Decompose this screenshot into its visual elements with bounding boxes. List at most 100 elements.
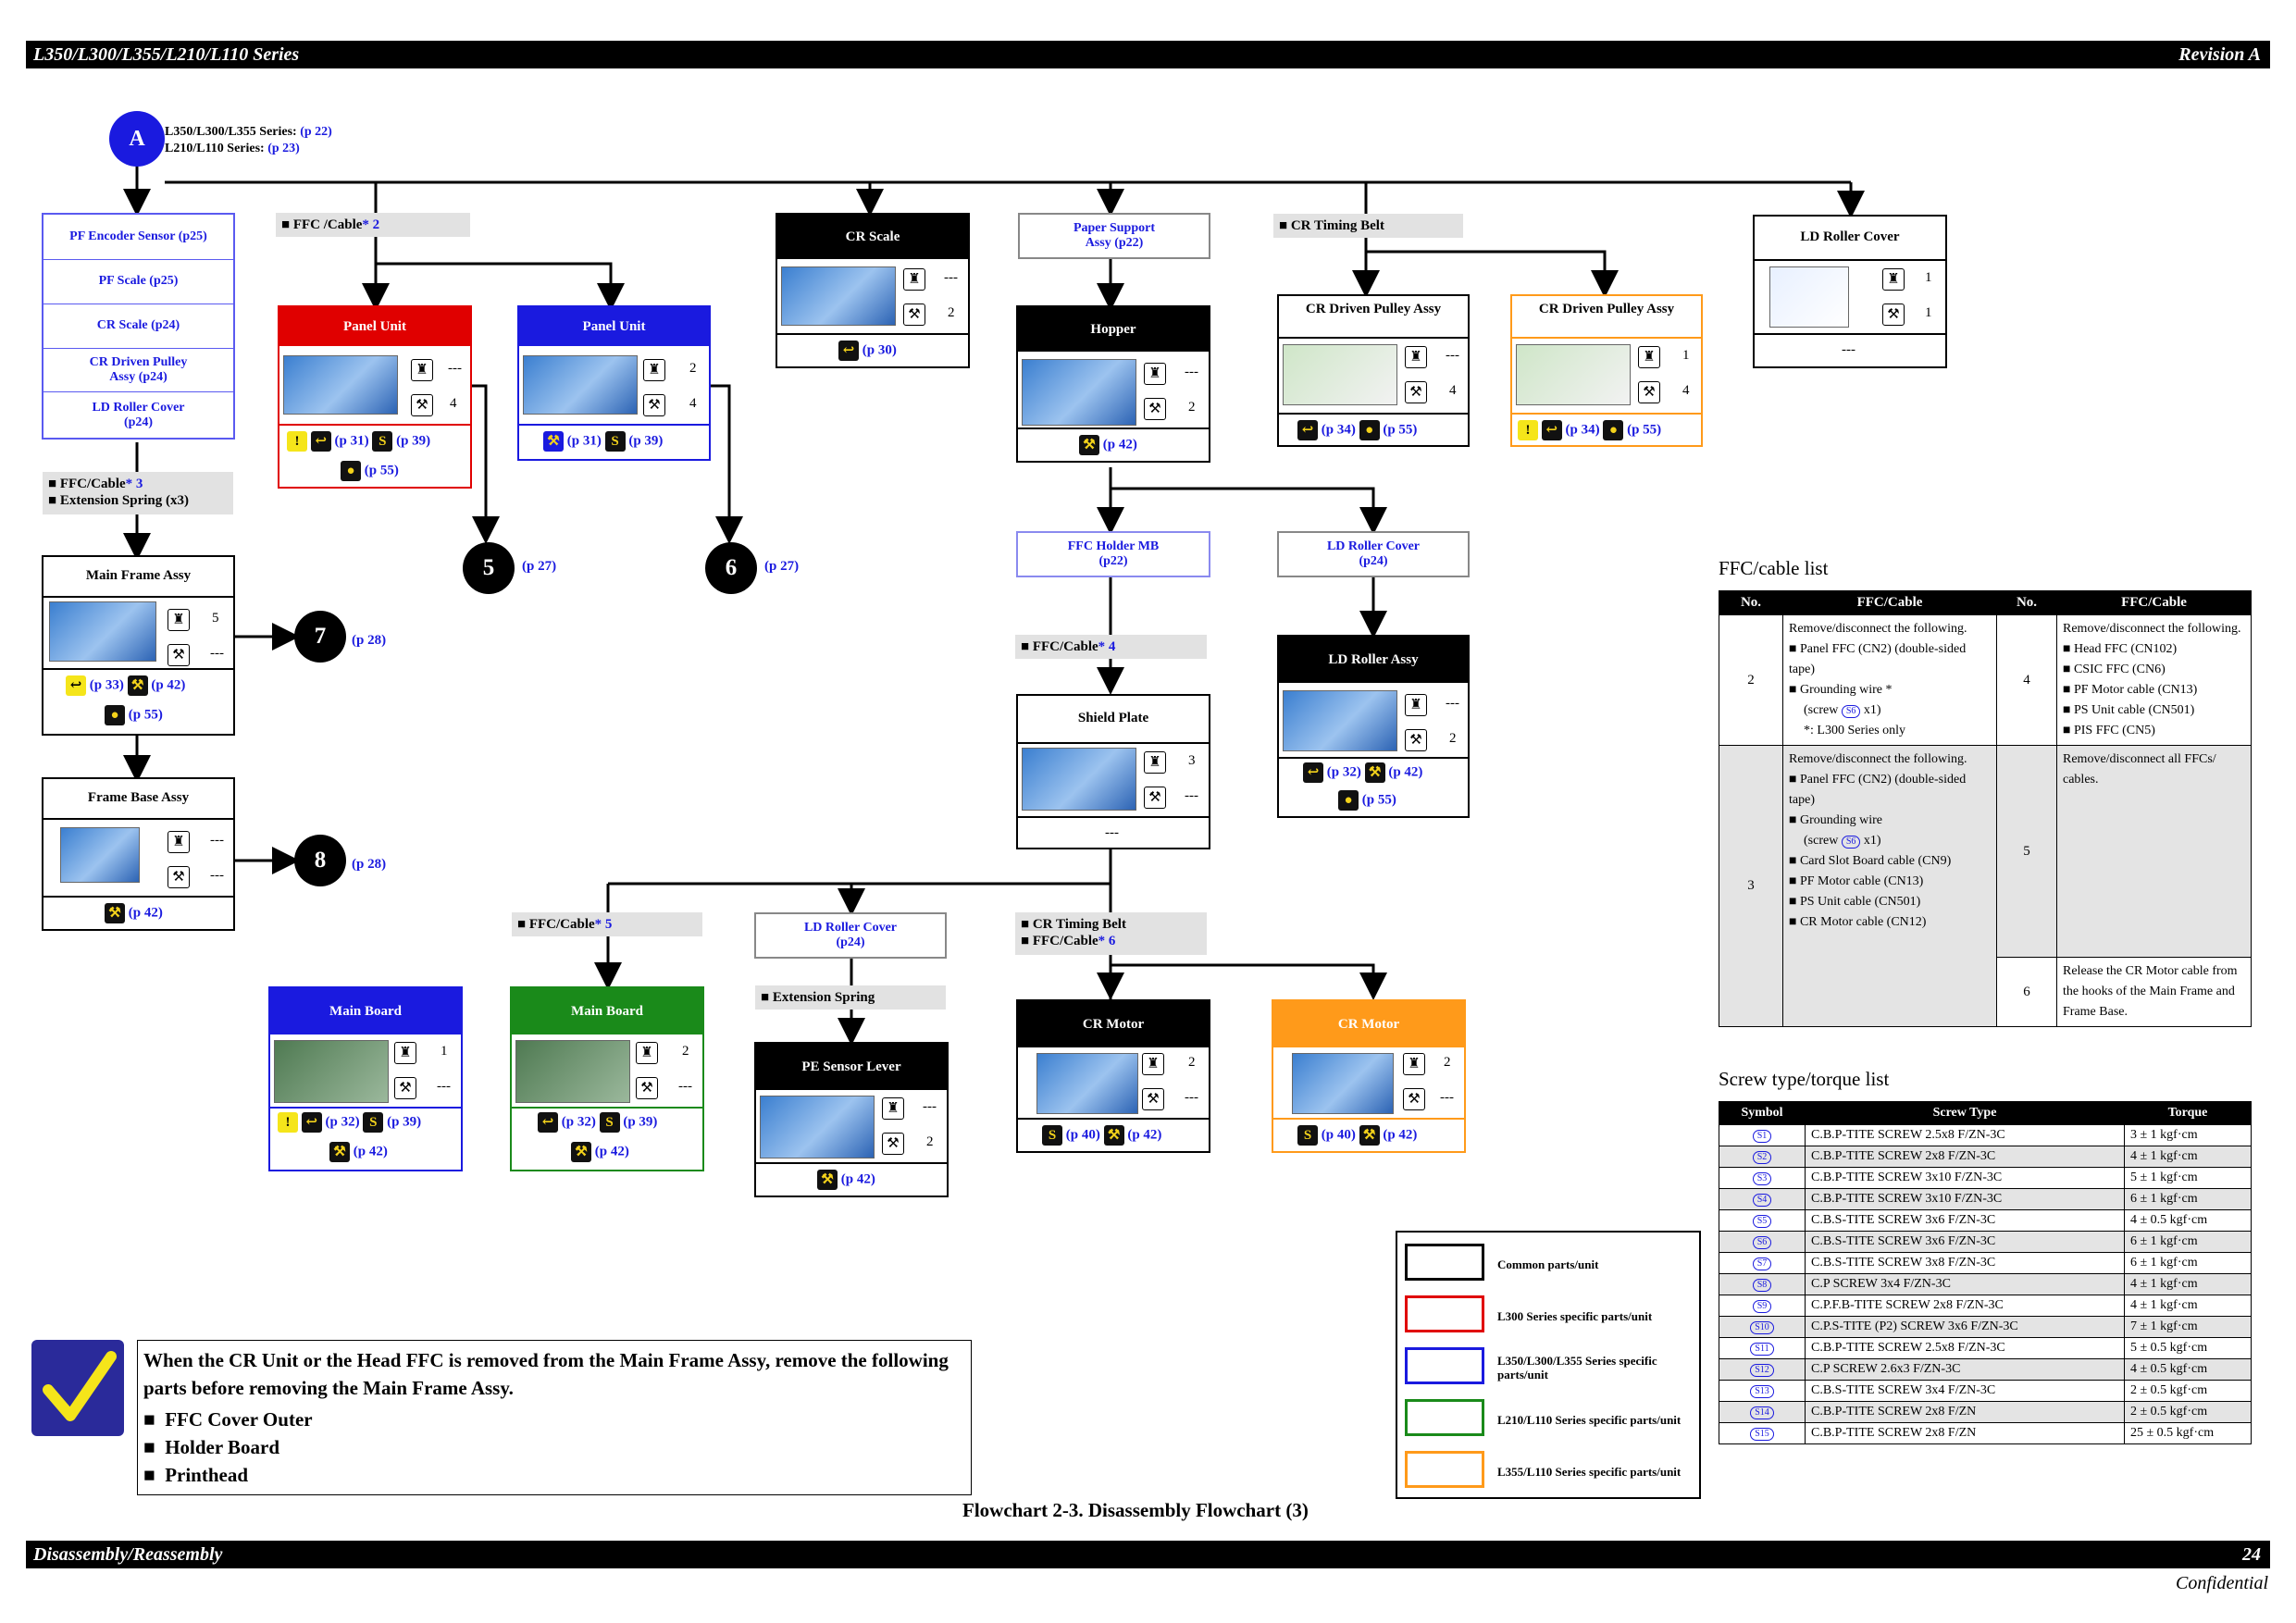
footer-page: 24 bbox=[2242, 1544, 2261, 1565]
part-ld-roller-cover-low[interactable]: LD Roller Cover (p24) bbox=[754, 912, 947, 959]
part-cr-motor[interactable]: CR Motor ♜ 2 ⚒ --- S (p 40) ⚒ (p 42) bbox=[1016, 999, 1210, 1153]
label-ffc-3: ■ FFC/Cable* 3■ Extension Spring (x3) bbox=[43, 472, 233, 514]
pe-sensor-count1: --- bbox=[923, 1099, 937, 1114]
part-ffc-holder-mb[interactable]: FFC Holder MB (p22) bbox=[1016, 531, 1210, 577]
note-item: Printhead bbox=[165, 1464, 249, 1486]
panel-red-ref3[interactable]: ● (p 55) bbox=[341, 461, 399, 481]
label-ffc-5: ■ FFC/Cable* 5 bbox=[512, 912, 702, 936]
part-cr-motor-l355[interactable]: CR Motor ♜ 2 ⚒ --- S (p 40) ⚒ (p 42) bbox=[1272, 999, 1466, 1153]
jump-node-5[interactable]: 5 bbox=[463, 542, 515, 594]
footer-bar: Disassembly/Reassembly 24 bbox=[26, 1541, 2270, 1568]
main-frame-photo bbox=[49, 601, 156, 662]
legend-swatch bbox=[1405, 1451, 1484, 1488]
legend-item: L300 Series specific parts/unit bbox=[1405, 1295, 1692, 1338]
jump-node-7[interactable]: 7 bbox=[294, 611, 346, 663]
hopper-count2: 2 bbox=[1188, 400, 1196, 415]
cr-scale-refs[interactable]: ↩ (p 30) bbox=[838, 341, 897, 361]
jump-node-7-ref[interactable]: (p 28) bbox=[352, 633, 387, 648]
part-cr-driven-pulley[interactable]: CR Driven Pulley Assy ♜ --- ⚒ 4 ↩ (p 34)… bbox=[1277, 294, 1470, 447]
ld-roller-assy-title: LD Roller Assy bbox=[1279, 637, 1468, 683]
frame-base-refs[interactable]: ⚒ (p 42) bbox=[105, 903, 163, 923]
panel-red-refs[interactable]: ! ↩ (p 31) S (p 39) bbox=[287, 431, 430, 452]
shield-bottom: --- bbox=[1105, 825, 1119, 840]
screwdriver-icon: ♜ bbox=[1144, 363, 1166, 385]
panel-blue-refs[interactable]: ⚒ (p 31) S (p 39) bbox=[543, 431, 663, 452]
cr-motor-black-count2: --- bbox=[1185, 1090, 1198, 1105]
hopper-photo bbox=[1022, 359, 1136, 426]
start-refs: L350/L300/L355 Series: (p 22) L210/L110 … bbox=[165, 124, 332, 157]
part-main-board-l210[interactable]: Main Board ♜ 2 ⚒ --- ↩ (p 32) S (p 39) ⚒… bbox=[510, 986, 704, 1171]
left-item-pf-encoder[interactable]: PF Encoder Sensor (p25) bbox=[43, 215, 233, 260]
part-cr-scale[interactable]: CR Scale ♜ --- ⚒ 2 ↩ (p 30) bbox=[776, 213, 970, 368]
part-shield-plate[interactable]: Shield Plate ♜ 3 ⚒ --- --- bbox=[1016, 694, 1210, 849]
cr-motor-black-refs[interactable]: S (p 40) ⚒ (p 42) bbox=[1042, 1125, 1161, 1146]
ffc-list-title: FFC/cable list bbox=[1719, 557, 1829, 579]
cr-pulley-orange-refs[interactable]: ! ↩ (p 34) ● (p 55) bbox=[1518, 420, 1661, 440]
screwdriver-icon: ♜ bbox=[643, 359, 665, 381]
wrench-icon: ⚒ bbox=[903, 304, 925, 326]
part-panel-unit-l350[interactable]: Panel Unit ♜ 2 ⚒ 4 ⚒ (p 31) S (p 39) bbox=[517, 305, 711, 461]
main-frame-ref3[interactable]: ● (p 55) bbox=[105, 705, 163, 725]
pe-sensor-refs[interactable]: ⚒ (p 42) bbox=[817, 1170, 875, 1190]
legend-swatch bbox=[1405, 1347, 1484, 1384]
main-frame-refs[interactable]: ↩ (p 33) ⚒ (p 42) bbox=[66, 675, 185, 696]
part-main-frame-assy[interactable]: Main Frame Assy ♜ 5 ⚒ --- ↩ (p 33) ⚒ (p … bbox=[42, 555, 235, 736]
part-ld-roller-cover[interactable]: LD Roller Cover ♜ 1 ⚒ 1 --- bbox=[1753, 215, 1947, 368]
lube-icon: ● bbox=[341, 461, 361, 481]
jump-node-6[interactable]: 6 bbox=[705, 542, 757, 594]
main-board-green-ref3[interactable]: ⚒ (p 42) bbox=[571, 1142, 629, 1162]
table-row: 2 Remove/disconnect the following. ■ Pan… bbox=[1719, 614, 2252, 746]
start-node-a[interactable]: A bbox=[109, 111, 165, 167]
label-ffc-2: ■ FFC /Cable* 2 bbox=[276, 213, 470, 237]
cr-pulley-black-refs[interactable]: ↩ (p 34) ● (p 55) bbox=[1297, 420, 1417, 440]
label-cr-belt-ffc-6: ■ CR Timing Belt■ FFC/Cable* 6 bbox=[1015, 912, 1207, 955]
ld-roller-assy-ref3[interactable]: ● (p 55) bbox=[1338, 790, 1396, 811]
main-board-blue-ref3[interactable]: ⚒ (p 42) bbox=[329, 1142, 388, 1162]
screwdriver-icon: ♜ bbox=[903, 268, 925, 291]
cr-pulley-black-photo bbox=[1283, 344, 1397, 405]
left-item-cr-pulley[interactable]: CR Driven Pulley Assy (p24) bbox=[43, 348, 233, 392]
part-paper-support-assy[interactable]: Paper Support Assy (p22) bbox=[1018, 213, 1210, 259]
part-hopper[interactable]: Hopper ♜ --- ⚒ 2 ⚒ (p 42) bbox=[1016, 305, 1210, 463]
start-ref2-link[interactable]: (p 23) bbox=[267, 142, 300, 155]
jump-node-8[interactable]: 8 bbox=[294, 835, 346, 886]
main-board-green-count2: --- bbox=[678, 1079, 692, 1094]
screwdriver-icon: ♜ bbox=[882, 1097, 904, 1120]
part-frame-base-assy[interactable]: Frame Base Assy ♜ --- ⚒ --- ⚒ (p 42) bbox=[42, 777, 235, 931]
panel-blue-title: Panel Unit bbox=[519, 307, 709, 346]
main-board-green-count1: 2 bbox=[682, 1044, 689, 1059]
main-board-blue-refs[interactable]: ! ↩ (p 32) S (p 39) bbox=[278, 1112, 421, 1133]
start-ref1-link[interactable]: (p 22) bbox=[300, 125, 332, 139]
screwdriver-icon: ♜ bbox=[1638, 346, 1660, 368]
wrench-icon: ⚒ bbox=[1144, 398, 1166, 420]
cr-motor-orange-refs[interactable]: S (p 40) ⚒ (p 42) bbox=[1297, 1125, 1417, 1146]
jump-node-5-ref[interactable]: (p 27) bbox=[522, 559, 557, 574]
main-board-blue-photo bbox=[274, 1040, 389, 1103]
caution-icon: ! bbox=[1518, 420, 1538, 440]
ld-roller-assy-refs[interactable]: ↩ (p 32) ⚒ (p 42) bbox=[1303, 762, 1422, 783]
main-board-green-refs[interactable]: ↩ (p 32) S (p 39) bbox=[538, 1112, 657, 1133]
left-item-pf-scale[interactable]: PF Scale (p25) bbox=[43, 259, 233, 304]
pe-sensor-photo bbox=[760, 1096, 875, 1158]
left-item-ld-cover[interactable]: LD Roller Cover (p24) bbox=[92, 400, 185, 429]
left-item-cr-scale[interactable]: CR Scale (p24) bbox=[43, 304, 233, 349]
part-pe-sensor-lever[interactable]: PE Sensor Lever ♜ --- ⚒ 2 ⚒ (p 42) bbox=[754, 1042, 949, 1197]
cr-pulley-orange-count1: 1 bbox=[1682, 348, 1690, 363]
adjust-icon: ⚒ bbox=[127, 675, 148, 696]
part-ld-roller-assy[interactable]: LD Roller Assy ♜ --- ⚒ 2 ↩ (p 32) ⚒ (p 4… bbox=[1277, 635, 1470, 818]
part-main-board-l350[interactable]: Main Board ♜ 1 ⚒ --- ! ↩ (p 32) S (p 39)… bbox=[268, 986, 463, 1171]
part-ld-roller-cover-mid[interactable]: LD Roller Cover (p24) bbox=[1277, 531, 1470, 577]
cr-scale-photo bbox=[781, 266, 896, 326]
adjust-icon: ⚒ bbox=[543, 431, 564, 452]
shield-count2: --- bbox=[1185, 788, 1198, 803]
jump-node-6-ref[interactable]: (p 27) bbox=[764, 559, 800, 574]
legend-swatch bbox=[1405, 1399, 1484, 1436]
jump-node-8-ref[interactable]: (p 28) bbox=[352, 857, 387, 872]
part-cr-driven-pulley-l355[interactable]: CR Driven Pulley Assy ♜ 1 ⚒ 4 ! ↩ (p 34)… bbox=[1510, 294, 1703, 447]
hopper-refs[interactable]: ⚒ (p 42) bbox=[1079, 435, 1137, 455]
part-panel-unit-l300[interactable]: Panel Unit ♜ --- ⚒ 4 ! ↩ (p 31) S (p 39)… bbox=[278, 305, 472, 489]
